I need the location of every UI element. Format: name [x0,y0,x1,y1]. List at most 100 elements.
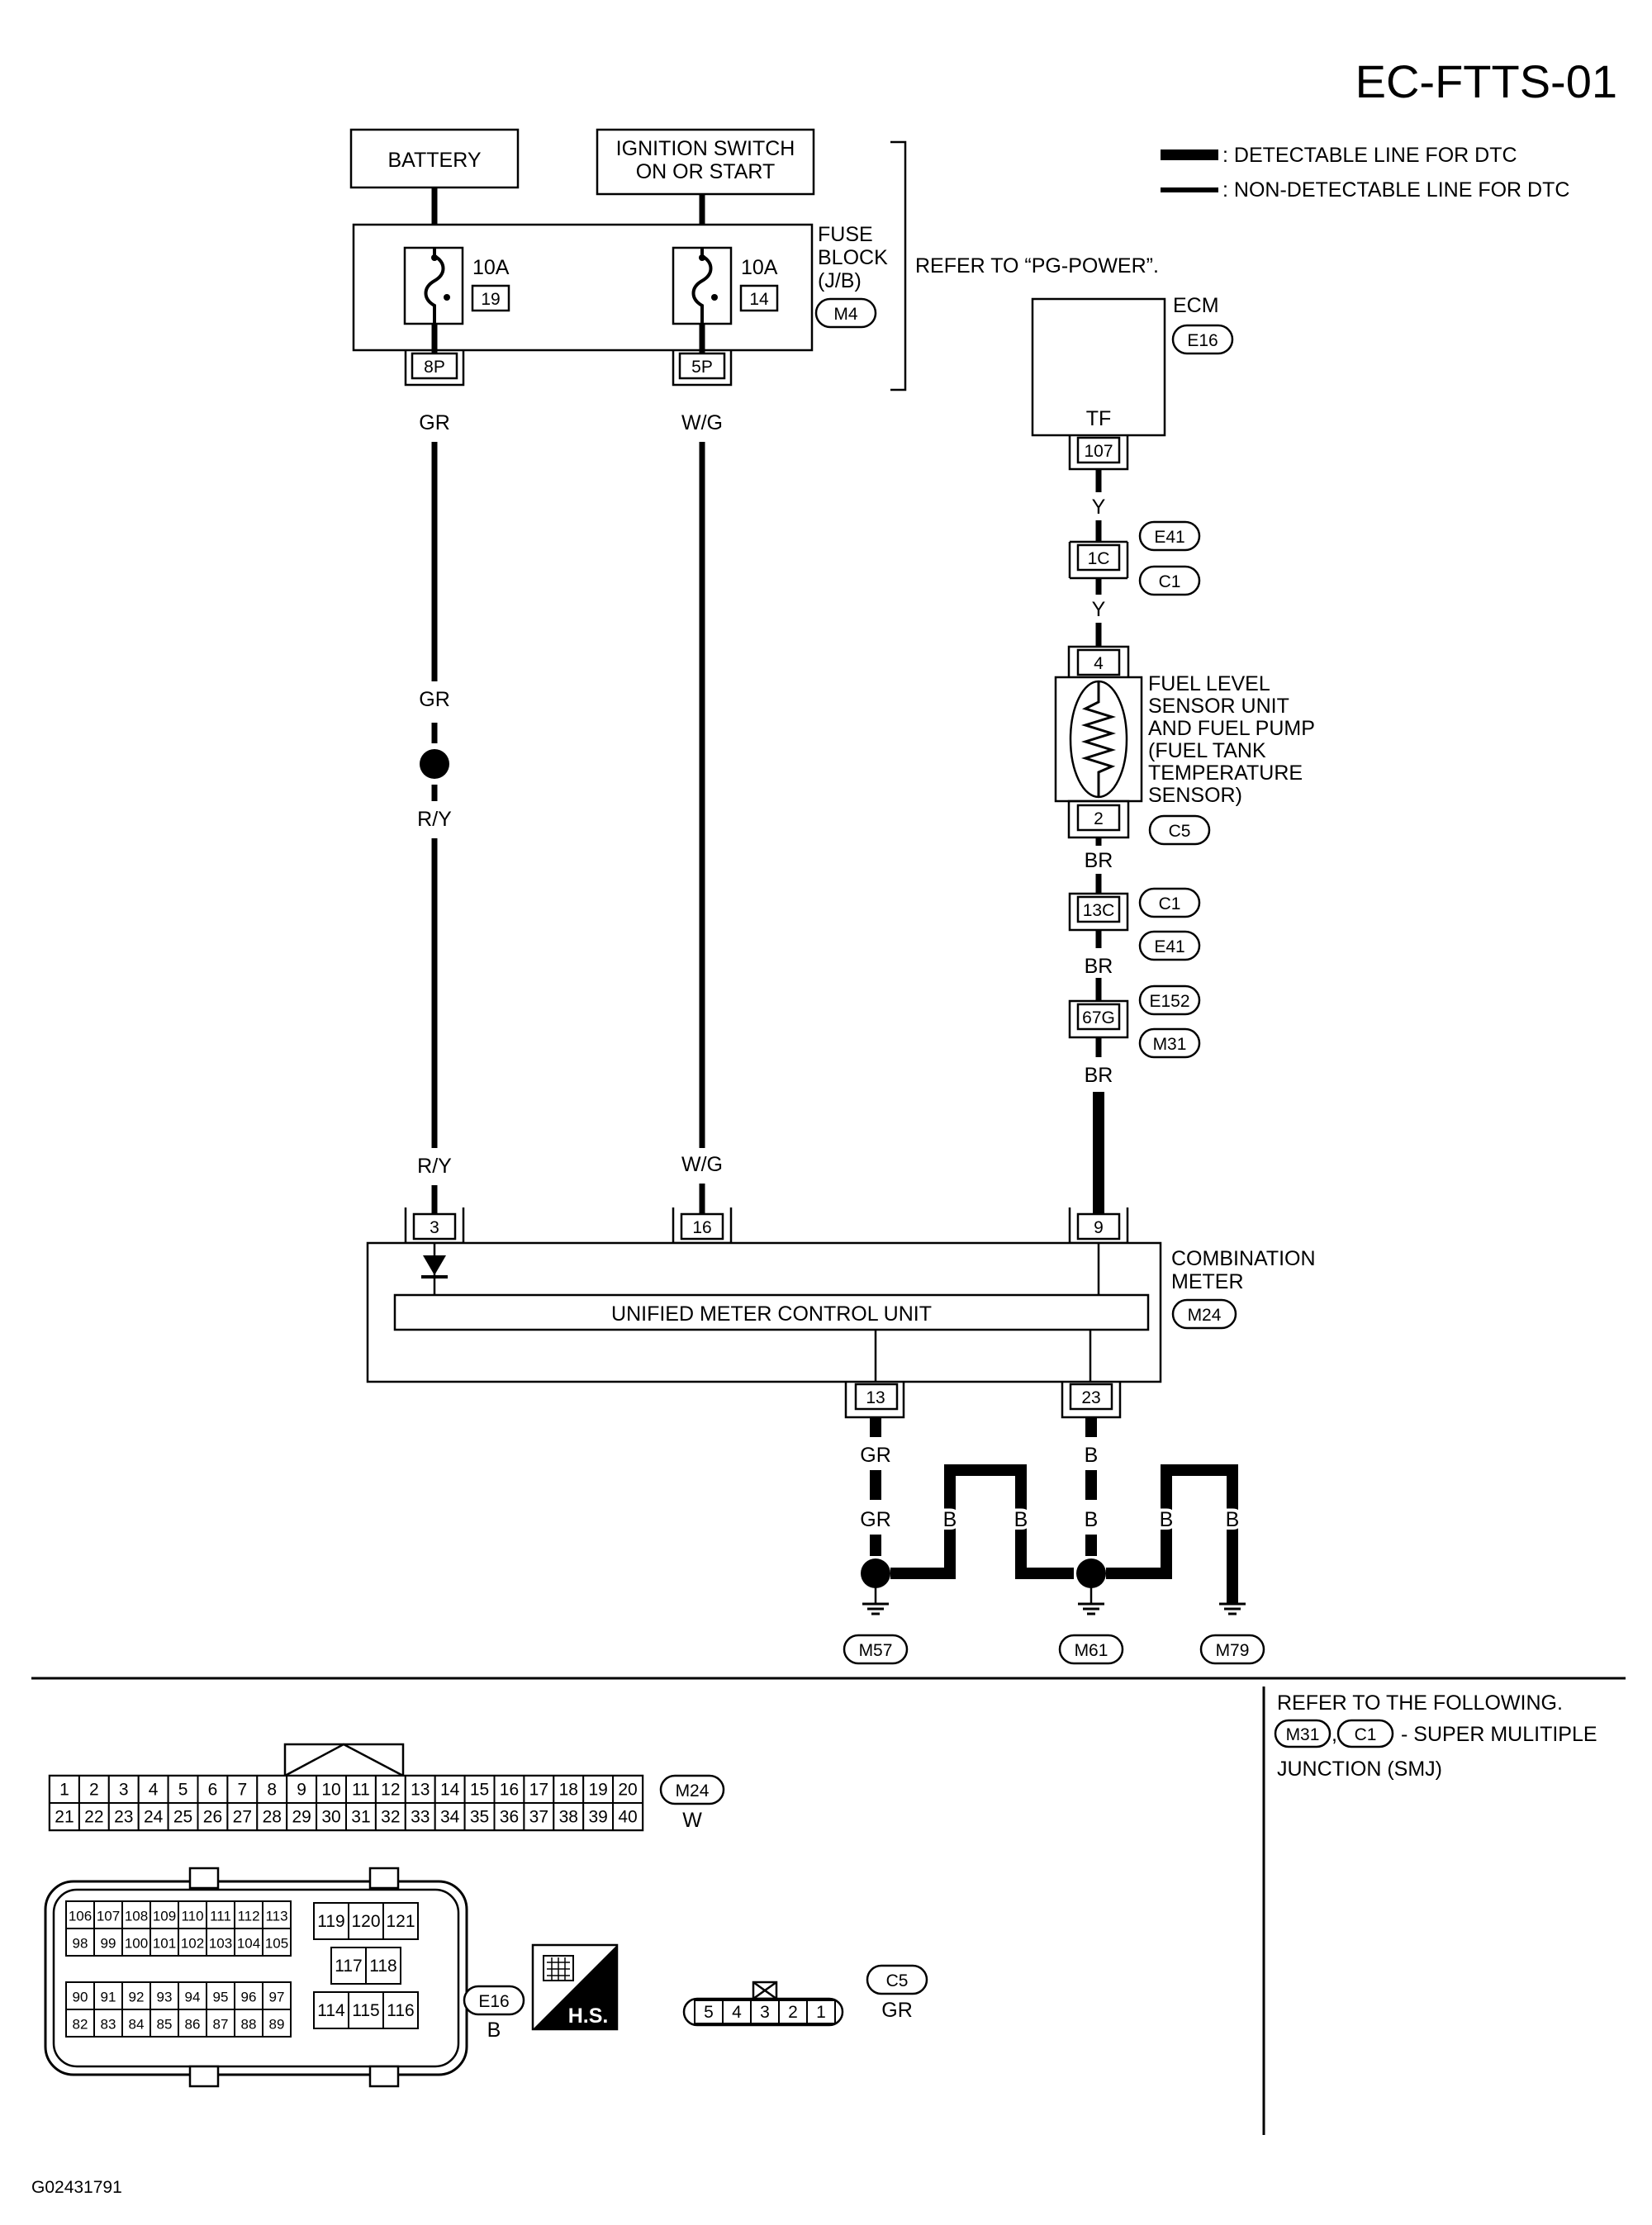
fuse-block-label-3: (J/B) [818,269,862,292]
e16-pin-91-cell [93,1981,123,2010]
m24-pin-40: 40 [618,1808,637,1827]
conn-e152: E152 [1149,992,1189,1011]
m24-pin-20: 20 [618,1781,637,1800]
fuel-level-sensor: 4 2 [1054,645,1143,839]
e16-pin-94-cell [178,1981,207,2010]
e16-pin-114: 114 [317,2001,345,2020]
m24-pin-1: 1 [59,1781,69,1800]
m24-pin-12: 12 [381,1781,400,1800]
m24-pin-9: 9 [297,1781,306,1800]
ignition-label-1: IGNITION SWITCH [616,137,795,160]
m24-pin-38-cell [553,1802,585,1831]
e16-pin-118-cell [365,1947,401,1985]
c5-pin-3-cell [750,2000,780,2024]
c5-pin-4: 4 [732,2003,742,2022]
wire-gr-g2: GR [860,1508,891,1531]
legend: : DETECTABLE LINE FOR DTC : NON-DETECTAB… [1161,144,1569,202]
refer-pg-power: REFER TO “PG-POWER”. [915,254,1159,278]
conn-c1-b: C1 [1159,894,1181,913]
m24-pin-26: 26 [203,1808,222,1827]
e16-pin-110: 110 [181,1909,203,1924]
ground-splice-1 [861,1558,890,1588]
c5-pin-3: 3 [760,2003,770,2022]
e16-pin-115-cell [348,1991,384,2029]
fuse-19-rating: 10A [472,256,510,279]
conn-e41-b: E41 [1154,937,1184,956]
e16-pin-91: 91 [101,1990,116,2005]
refer-comma: , [1332,1723,1337,1746]
c5-pin-1-cell [806,2000,836,2024]
ecm-box [1031,297,1166,437]
e16-pin-92-cell [121,1981,151,2010]
m24-pin-19: 19 [588,1781,607,1800]
sensor-label-2: SENSOR UNIT [1148,695,1289,718]
m24-pin-30-cell [316,1802,348,1831]
m24-pin-37-cell [523,1802,555,1831]
e16-pin-93-cell [150,1981,179,2010]
e16-pin-86-cell [178,2009,207,2038]
e16-pin-83: 83 [101,2017,116,2033]
e16-pin-120-cell [348,1902,384,1940]
refer-desc: - SUPER MULITIPLE [1401,1723,1597,1746]
sensor-label-5: TEMPERATURE [1148,761,1303,785]
e16-pin-116-cell [382,1991,419,2029]
m24-pin-39-cell [582,1802,615,1831]
wire-gr-top: GR [419,411,450,434]
meter-pin-3: 3 [430,1218,439,1237]
hs-label: H.S. [568,2004,609,2028]
e16-pin-85: 85 [157,2017,173,2033]
e16-pin-119: 119 [317,1912,344,1931]
conn-c5: C5 [1169,822,1191,841]
meter-label-2: METER [1171,1270,1244,1293]
meter-pin-16: 16 [692,1218,711,1237]
ecm-connector: E16 [1187,331,1218,350]
wire-b-1: B [943,1508,957,1531]
e16-pin-93: 93 [157,1990,173,2005]
m24-pin-13: 13 [411,1781,430,1800]
e16-pin-88-cell [234,2009,263,2038]
m24-pin-24: 24 [144,1808,164,1827]
m24-pin-36-cell [493,1802,525,1831]
e16-pin-118: 118 [369,1957,396,1976]
e16-pin-109: 109 [153,1909,176,1924]
pin-8p: 8P [424,358,445,377]
legend-non-detectable-swatch [1161,187,1218,192]
conn-m31: M31 [1153,1035,1187,1054]
e16-color: B [487,2019,501,2042]
e16-pin-103: 103 [209,1936,232,1952]
fuse-19-number: 19 [481,290,500,309]
e16-pin-84-cell [121,2009,151,2038]
e16-pin-117: 117 [335,1957,362,1976]
m24-pin-38: 38 [559,1808,578,1827]
e16-pin-98: 98 [73,1936,88,1952]
m24-pin-21: 21 [55,1808,74,1827]
ecm-terminal-tf: TF [1086,407,1112,430]
m24-pin-2: 2 [89,1781,99,1800]
m24-pin-25: 25 [173,1808,192,1827]
m24-pin-30: 30 [321,1808,340,1827]
harness-side-badge: H.S. [531,1943,619,2031]
m24-pin-28-cell [256,1802,288,1831]
m24-pin-27-cell [226,1802,259,1831]
e16-pin-106: 106 [69,1909,92,1924]
ground-m79: M79 [1216,1641,1250,1660]
legend-non-detectable-label: : NON-DETECTABLE LINE FOR DTC [1222,178,1569,202]
battery-label: BATTERY [388,149,482,172]
e16-pin-85-cell [150,2009,179,2038]
wire-br-3: BR [1085,1064,1113,1087]
e16-pin-87: 87 [213,2017,229,2033]
m24-pin-22: 22 [84,1808,103,1827]
legend-detectable-swatch [1161,149,1218,160]
wire-br-2: BR [1085,955,1113,978]
pin-13c: 13C [1083,901,1115,920]
wire-ry-bottom: R/Y [417,1155,452,1178]
pin-5p: 5P [691,358,713,377]
m24-pin-16: 16 [500,1781,519,1800]
e16-pin-92: 92 [129,1990,145,2005]
m24-pin-10: 10 [321,1781,340,1800]
e16-pin-114-cell [313,1991,349,2029]
e16-pin-121-cell [382,1902,419,1940]
c5-pin-5: 5 [704,2003,714,2022]
